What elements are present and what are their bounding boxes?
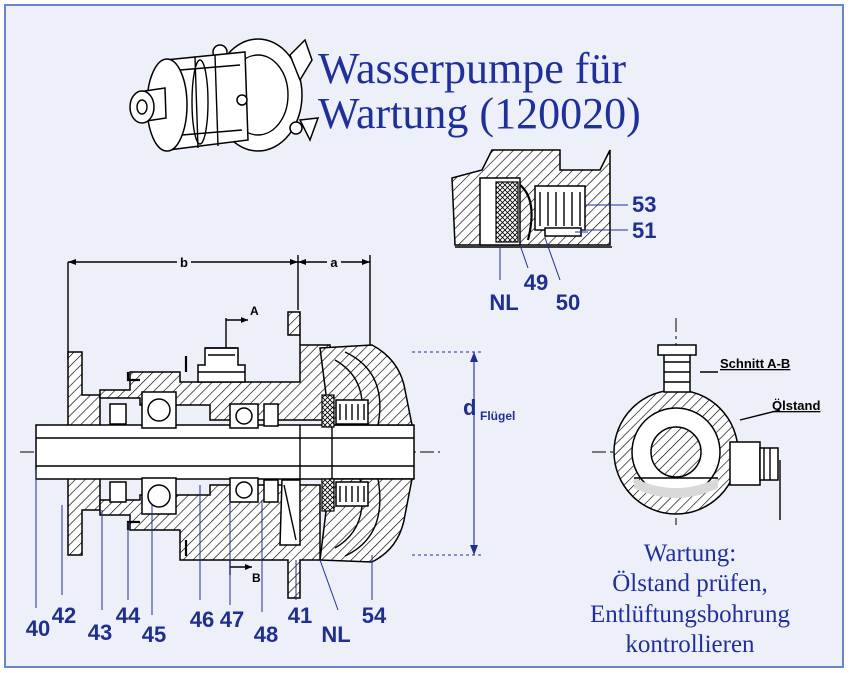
ball-bearing-left [141,391,177,515]
callout-detail-nl: NL [489,290,518,315]
main-section-drawing: b a A B [20,254,515,615]
pump-illustration [129,38,320,152]
impeller-diameter-subscript: Flügel [480,409,515,423]
callout-45: 45 [142,622,166,647]
callout-44: 44 [116,603,141,628]
seal-detail [451,149,628,281]
callout-54: 54 [362,603,387,628]
callout-41: 41 [288,603,312,628]
maintenance-line-4: kontrollieren [625,631,755,658]
title-line-2: Wartung (120020) [318,89,641,138]
section-ab-label: Schnitt A-B [720,356,790,371]
callout-nl: NL [321,622,350,647]
main-callouts: 40 42 43 44 45 46 47 48 41 NL 54 [26,603,387,647]
callout-43: 43 [88,620,112,645]
maintenance-note: Wartung: Ölstand prüfen, Entlüftungsbohr… [590,540,790,658]
section-mark-a: A [250,304,259,318]
callout-50: 50 [556,290,580,315]
maintenance-line-2: Ölstand prüfen, [612,570,768,597]
callout-48: 48 [254,622,278,647]
callout-46: 46 [190,607,214,632]
oil-level-label: Ölstand [772,398,820,413]
callout-40: 40 [26,616,50,641]
maintenance-line-1: Wartung: [644,540,736,567]
section-mark-b: B [252,571,261,585]
section-ab-view [592,318,781,525]
maintenance-line-3: Entlüftungsbohrung [590,601,790,628]
dimension-b: b [180,255,188,270]
title-line-1: Wasserpumpe für [318,44,626,93]
callout-51: 51 [632,218,656,243]
callout-53: 53 [632,192,656,217]
ball-bearing-right [229,403,259,503]
callout-42: 42 [52,603,76,628]
dimension-a: a [330,255,338,270]
callout-47: 47 [220,607,244,632]
callout-49: 49 [524,270,548,295]
impeller-diameter-label: d [463,395,476,420]
